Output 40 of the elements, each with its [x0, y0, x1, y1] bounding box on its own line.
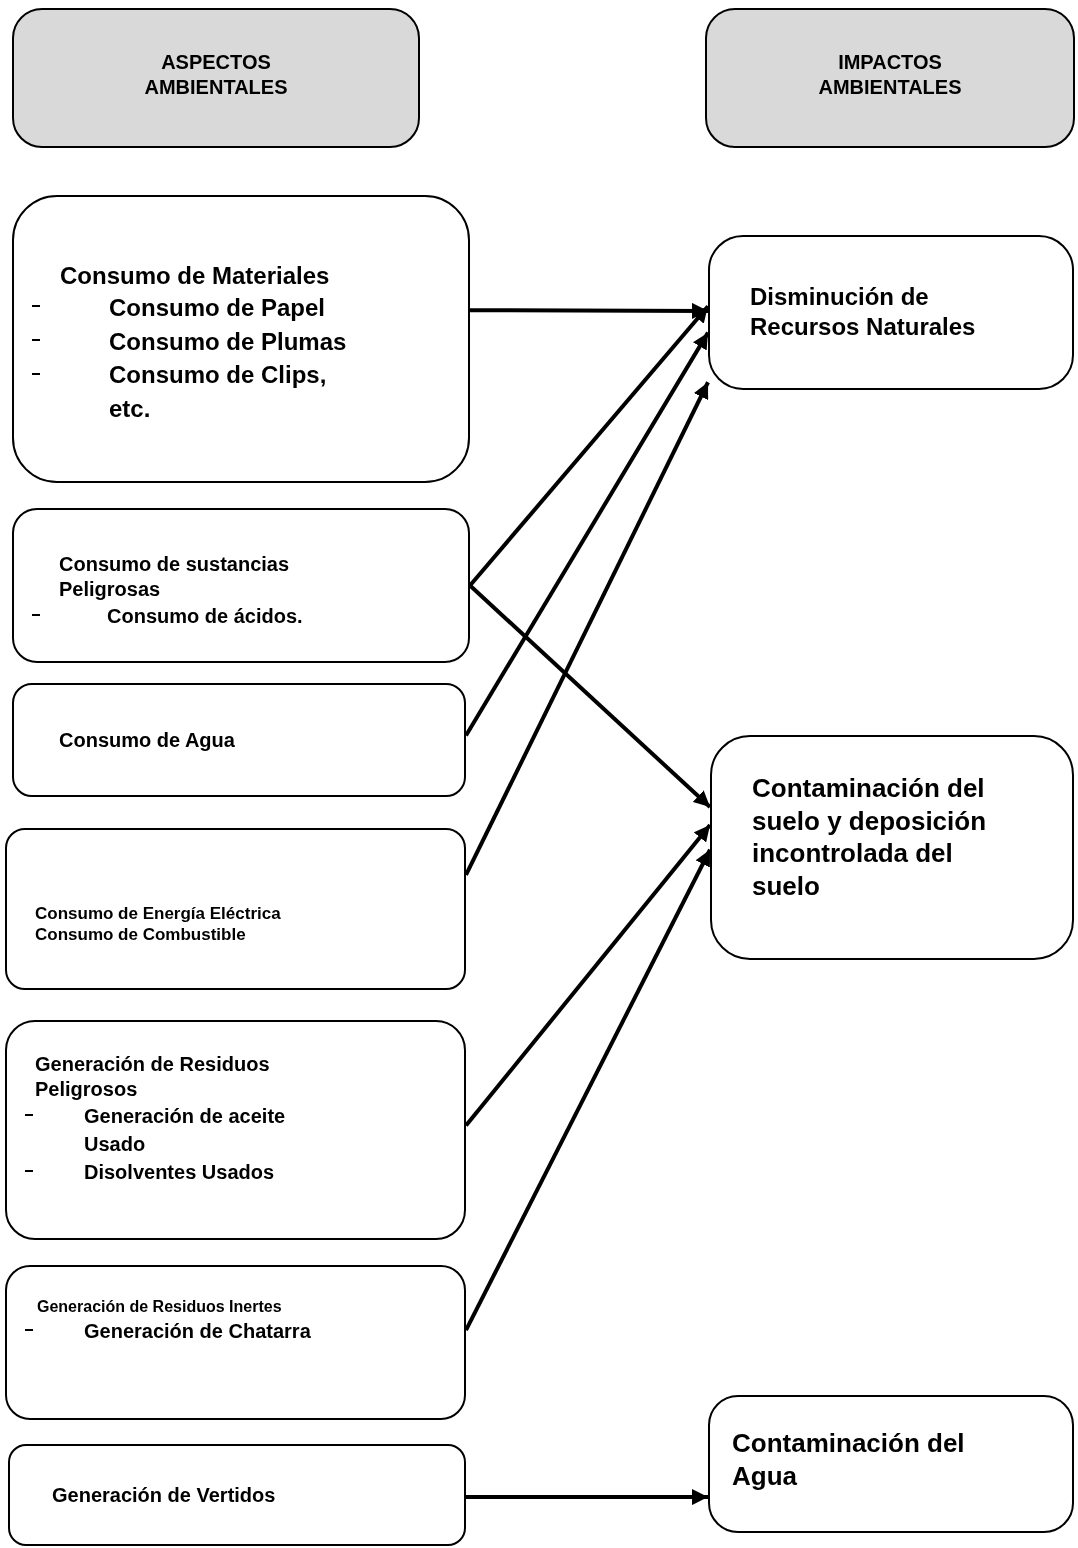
box-text: Disminución de Recursos Naturales [750, 282, 977, 342]
box-text: Consumo de Agua [59, 727, 236, 753]
box-text: Generación de Vertidos [52, 1482, 277, 1508]
header-box [12, 8, 420, 148]
box-text: Consumo de sustancias Peligrosas [59, 552, 291, 602]
bullet-text: Generación de aceite Usado [84, 1104, 287, 1157]
box-text: Contaminación del suelo y deposición incontrolada del suelo [752, 772, 988, 902]
aspect-box [8, 1444, 466, 1546]
box-text: Generación de Residuos Inertes [37, 1297, 283, 1317]
box-text: Consumo de Materiales [60, 261, 331, 291]
aspect-box [12, 508, 470, 663]
arrow [464, 381, 710, 876]
aspect-box [5, 1020, 466, 1240]
bullet-text: Consumo de ácidos. [107, 604, 304, 629]
arrow [468, 584, 712, 809]
impact-box [708, 1395, 1074, 1533]
impact-box [708, 235, 1074, 390]
aspect-box [12, 683, 466, 797]
arrow [470, 302, 708, 319]
aspect-box [5, 828, 466, 990]
box-text: Consumo de Energía Eléctrica [35, 902, 282, 924]
box-text: Contaminación del Agua [732, 1427, 966, 1492]
aspect-box [12, 195, 470, 483]
bullet-text: Disolventes Usados [84, 1160, 276, 1185]
bullet-text: Consumo de Clips, etc. [109, 360, 328, 424]
box-text: Consumo de Combustible [35, 924, 247, 946]
arrow [464, 331, 710, 737]
aspect-box [5, 1265, 466, 1420]
bullet-text: Generación de Chatarra [84, 1319, 312, 1344]
arrow [466, 1489, 708, 1506]
header-box [705, 8, 1075, 148]
box-text: Generación de Residuos Peligrosos [35, 1052, 271, 1102]
bullet-text: Consumo de Papel [109, 293, 327, 323]
arrow [464, 823, 712, 1127]
arrow [468, 305, 710, 587]
header-text: ASPECTOS AMBIENTALES [143, 50, 289, 100]
header-text: IMPACTOS AMBIENTALES [817, 50, 963, 100]
impact-box [710, 735, 1074, 960]
arrow [464, 848, 712, 1331]
bullet-text: Consumo de Plumas [109, 326, 348, 357]
